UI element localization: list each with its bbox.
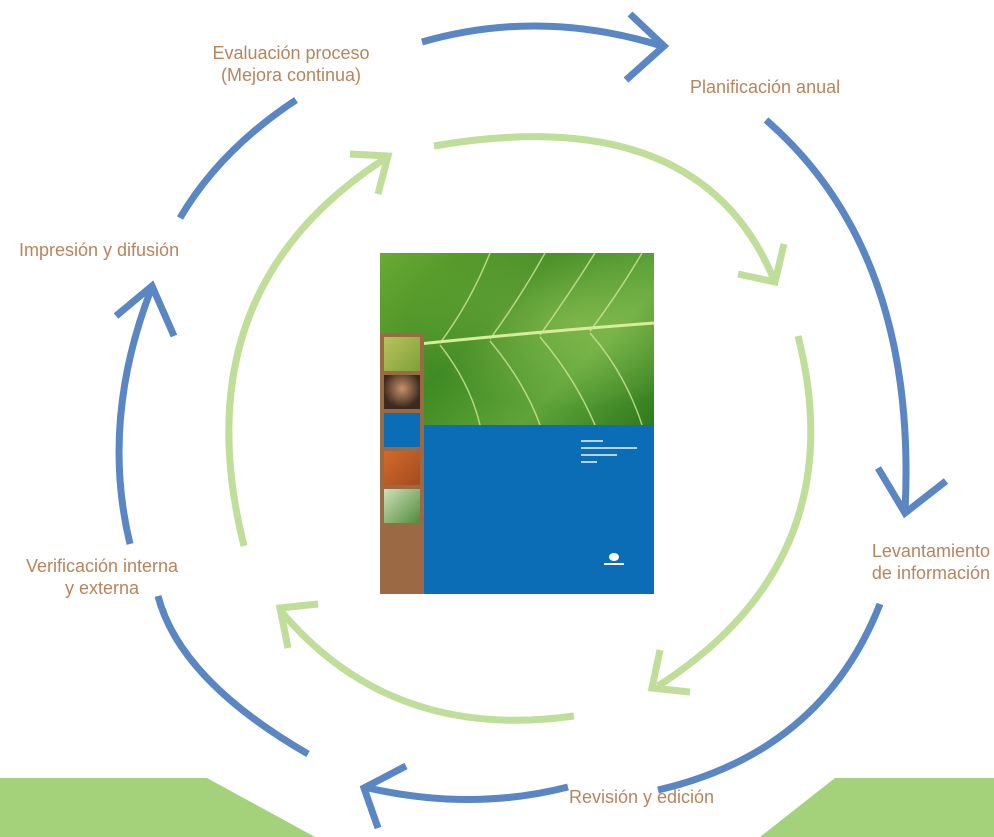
step-label-line: Levantamiento	[871, 541, 990, 561]
thumb-blue	[384, 413, 420, 447]
step-label-verificacion: Verificación interna y externa	[2, 555, 202, 599]
inner-arrow-top	[433, 133, 778, 282]
cover-logo-icon	[604, 553, 624, 565]
step-label-planificacion: Planificación anual	[690, 76, 840, 98]
inner-arrowhead-right	[647, 649, 691, 696]
step-label-line: y externa	[64, 578, 140, 598]
step-label-line: Revisión y edición	[569, 787, 715, 807]
arrowhead-planificacion	[623, 11, 670, 83]
arrow-levantamiento-to-revision	[657, 602, 884, 794]
inner-arrowhead-top	[737, 243, 788, 287]
step-label-line: de información	[871, 563, 990, 583]
arrowhead-levantamiento	[874, 466, 949, 519]
cover-text-lines	[581, 440, 637, 463]
arrowhead-impresion	[113, 280, 178, 338]
inner-arrowhead-left	[349, 150, 393, 195]
inner-arrow-left	[225, 155, 388, 547]
arrow-evaluacion-to-planificacion	[421, 22, 664, 50]
thumb-leaf	[384, 337, 420, 371]
arrow-to-evaluacion	[176, 97, 298, 220]
step-label-evaluacion: Evaluación proceso (Mejora continua)	[180, 42, 402, 86]
step-label-line: (Mejora continua)	[220, 65, 362, 85]
arrow-revision-to-verificacion	[363, 783, 569, 803]
arrow-impresion-to-evaluacion	[115, 285, 156, 545]
inner-arrowhead-bottom	[275, 600, 319, 649]
step-label-line: Planificación anual	[690, 77, 841, 97]
bottom-green-band	[0, 778, 315, 837]
step-label-line: Evaluación proceso	[212, 43, 370, 63]
arrow-verificacion-to-impresion	[154, 595, 310, 758]
step-label-levantamiento: Levantamiento de información	[832, 540, 990, 584]
leaf-photo	[380, 253, 654, 426]
arrow-planificacion-to-levantamiento	[763, 117, 910, 513]
thumb-orange	[384, 451, 420, 485]
step-label-impresion: Impresión y difusión	[19, 239, 179, 261]
thumb-person	[384, 375, 420, 409]
photo-strip	[380, 333, 424, 594]
report-cover-image	[380, 253, 654, 594]
step-label-line: Impresión y difusión	[19, 240, 180, 260]
inner-arrow-bottom	[277, 607, 575, 724]
step-label-line: Verificación interna	[25, 556, 179, 576]
inner-arrow-right	[656, 335, 815, 689]
bottom-green-band-right	[760, 778, 994, 837]
arrowhead-verificacion	[359, 762, 408, 830]
step-label-revision: Revisión y edición	[569, 786, 714, 808]
thumb-plants	[384, 489, 420, 523]
